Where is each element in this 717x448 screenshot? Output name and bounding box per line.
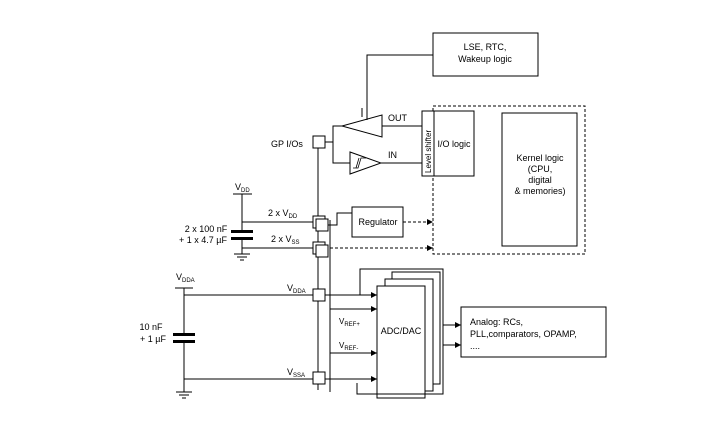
- vssa-pin-label: VSSA: [287, 367, 305, 379]
- kernel-label-line3: digital: [528, 175, 552, 185]
- kernel-logic-block: [501, 112, 578, 247]
- analog-decoupling-capacitor: [173, 333, 195, 343]
- analog-cap-line2: + 1 µF: [140, 334, 166, 344]
- vref-minus-label: VREF-: [339, 341, 358, 352]
- analog-label-line3: ....: [470, 341, 480, 351]
- output-buffer: [340, 108, 383, 138]
- analog-cap-line1: 10 nF: [139, 322, 163, 332]
- vref-plus-label: VREF+: [339, 317, 360, 328]
- digital-cap-line1: 2 x 100 nF: [185, 224, 228, 234]
- io-logic-block: [433, 110, 475, 177]
- analog-label-line1: Analog: RCs,: [470, 317, 523, 327]
- vdda-pin-label: VDDA: [287, 283, 306, 295]
- vssa-pin: [312, 371, 326, 385]
- adc-dac-block: [376, 271, 441, 399]
- regulator-block: [351, 206, 404, 238]
- vdda-pin: [312, 288, 326, 302]
- analog-peripherals-block: [460, 306, 607, 358]
- vdd-pin-label: 2 x VDD: [268, 208, 298, 220]
- digital-decoupling-capacitor: [231, 230, 253, 240]
- adc-dac-label: ADC/DAC: [381, 326, 422, 336]
- gp-io-pin: [312, 135, 326, 149]
- gp-ios-label: GP I/Os: [271, 139, 303, 149]
- lse-rtc-block: [432, 32, 539, 77]
- vdd-top-label: VDD: [235, 182, 250, 194]
- lse-label-line1: LSE, RTC,: [464, 42, 507, 52]
- digital-cap-line2: + 1 x 4.7 µF: [179, 235, 227, 245]
- regulator-label: Regulator: [358, 217, 397, 227]
- level-shifter-label: Level shifter: [424, 130, 433, 173]
- kernel-label-line2: (CPU,: [528, 164, 553, 174]
- digital-domain-dashed-box: [432, 105, 586, 255]
- analog-label-line2: PLL,comparators, OPAMP,: [470, 329, 577, 339]
- vdda-top-label: VDDA: [176, 272, 195, 284]
- vss-pin-label: 2 x VSS: [271, 234, 300, 246]
- in-signal-label: IN: [388, 150, 397, 160]
- lse-label-line2: Wakeup logic: [458, 54, 512, 64]
- kernel-label-line4: & memories): [514, 186, 565, 196]
- out-signal-label: OUT: [388, 113, 408, 123]
- kernel-label-line1: Kernel logic: [516, 153, 564, 163]
- input-schmitt-buffer: [349, 151, 383, 175]
- io-logic-label: I/O logic: [437, 139, 471, 149]
